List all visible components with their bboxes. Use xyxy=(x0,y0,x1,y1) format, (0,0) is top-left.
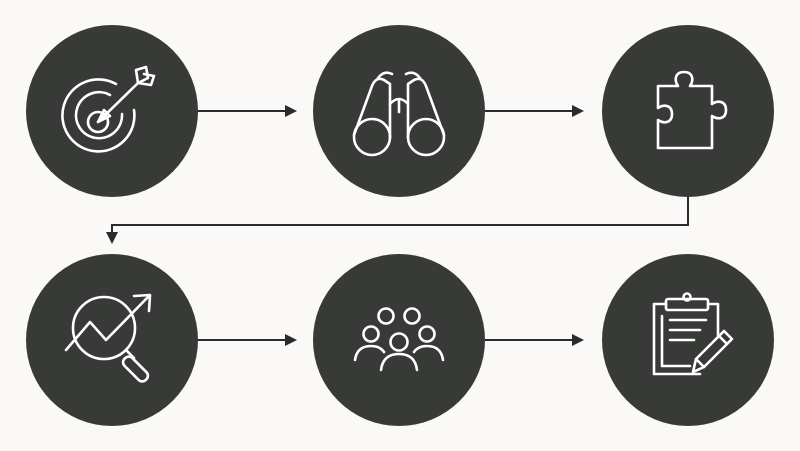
connector-step-4-to-step-5 xyxy=(197,334,297,346)
step-2-node xyxy=(313,25,485,197)
magnifier-trend-icon xyxy=(64,293,152,383)
step-4-circle xyxy=(26,254,198,426)
step-5-circle xyxy=(313,254,485,426)
step-3-node xyxy=(602,25,774,197)
step-4-node xyxy=(26,254,198,426)
connector-step-5-to-step-6 xyxy=(485,334,584,346)
connector-step-2-to-step-3 xyxy=(485,105,584,117)
step-1-node xyxy=(26,25,198,197)
puzzle-piece-icon xyxy=(656,70,728,150)
connectors xyxy=(106,105,689,346)
target-arrow-icon xyxy=(61,65,156,153)
connector-step-1-to-step-2 xyxy=(197,105,297,117)
step-6-node xyxy=(602,254,774,426)
clipboard-pencil-icon xyxy=(652,292,734,376)
team-group-icon xyxy=(353,307,445,372)
step-3-circle xyxy=(602,25,774,197)
step-1-circle xyxy=(26,25,198,197)
connector-step-3-to-step-4 xyxy=(106,197,689,244)
step-5-node xyxy=(313,254,485,426)
binoculars-icon xyxy=(352,71,446,157)
